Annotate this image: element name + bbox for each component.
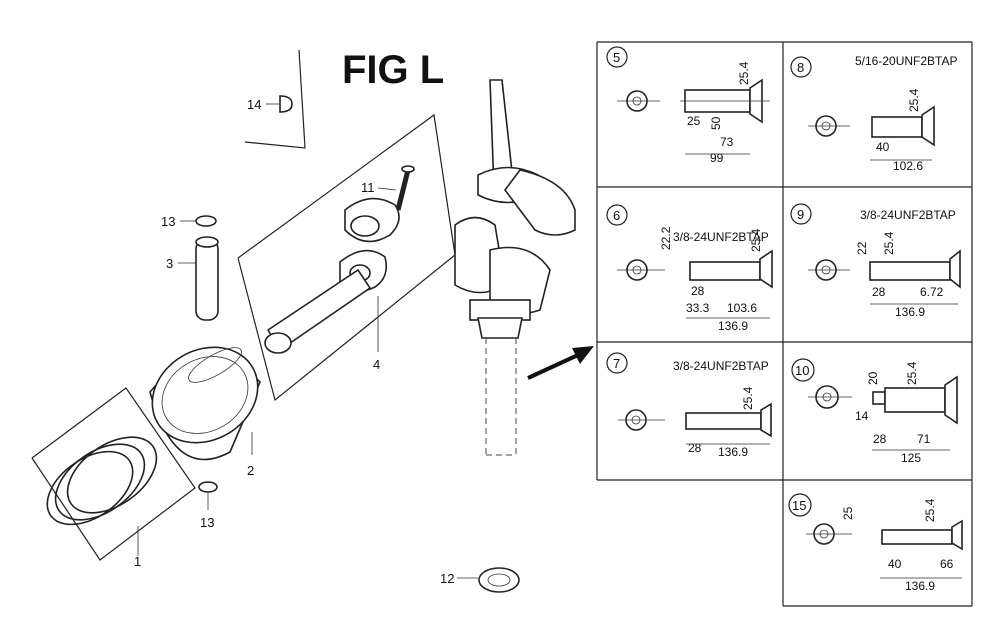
callout-4: 4	[373, 357, 380, 372]
panel-7-number: 7	[613, 356, 620, 371]
part-14-plug	[244, 49, 306, 149]
panel-5-dim-73: 73	[720, 135, 734, 149]
panel-10-dim-28: 28	[873, 432, 887, 446]
part-2-piston	[149, 346, 261, 461]
callout-3: 3	[166, 256, 173, 271]
panel-10-dim-125: 125	[901, 451, 921, 465]
panel-7-dim-25-4: 25.4	[741, 386, 755, 410]
panel-6-thread: 3/8-24UNF2BTAP	[673, 230, 769, 244]
panel-5-number: 5	[613, 50, 620, 65]
panel-10-number: 10	[795, 363, 809, 378]
panel-9-dim-136-9: 136.9	[895, 305, 925, 319]
callout-13-top: 13	[161, 214, 175, 229]
panel-10-dim-71: 71	[917, 432, 931, 446]
callout-2: 2	[247, 463, 254, 478]
panel-9-dim-22: 22	[855, 241, 869, 255]
panel-6: 6 3/8-24UNF2BTAP 22.2 25.4 28 33.3 103.6…	[606, 204, 773, 333]
panel-5: 5 25 50 73 99 25.4	[606, 46, 770, 165]
part-11-bolt	[377, 165, 415, 211]
part-3-piston-pin	[178, 236, 219, 321]
callout-13-bottom: 13	[200, 515, 214, 530]
panel-8-thread: 5/16-20UNF2BTAP	[855, 54, 958, 68]
panel-9-dim-25-4: 25.4	[882, 231, 896, 255]
panel-7: 7 3/8-24UNF2BTAP 25.4 28 136.9	[606, 352, 772, 459]
part-12-washer	[457, 567, 520, 593]
panel-8-dim-102-6: 102.6	[893, 159, 923, 173]
callout-14: 14	[247, 97, 261, 112]
panel-6-dim-22-2: 22.2	[659, 226, 673, 250]
panel-7-dim-28: 28	[688, 441, 702, 455]
panel-8-number: 8	[797, 60, 804, 75]
part-1-piston-rings	[31, 387, 196, 561]
part-13-clip-bottom	[198, 481, 218, 510]
callout-12: 12	[440, 571, 454, 586]
panel-6-dim-25-4: 25.4	[749, 228, 763, 252]
panel-15-dim-25: 25	[841, 506, 855, 520]
callout-1: 1	[134, 554, 141, 569]
crankshaft	[454, 79, 576, 456]
panel-10-dim-25-4: 25.4	[905, 361, 919, 385]
panel-5-dim-25: 25	[687, 114, 701, 128]
panel-15-number: 15	[792, 498, 806, 513]
panel-15-dim-40: 40	[888, 557, 902, 571]
figure-title: FIG L	[342, 48, 444, 92]
panel-10-dim-14: 14	[855, 409, 869, 423]
panel-6-number: 6	[613, 208, 620, 223]
panel-6-dim-28: 28	[691, 284, 705, 298]
panel-15-dim-136-9: 136.9	[905, 579, 935, 593]
panel-9-number: 9	[797, 207, 804, 222]
pointer-arrow	[527, 346, 594, 380]
part-4-connecting-rod	[237, 113, 456, 402]
part-13-clip-top	[180, 215, 217, 227]
panel-8: 8 5/16-20UNF2BTAP 40 102.6 25.4	[790, 54, 958, 173]
panel-9-dim-6-72: 6.72	[920, 285, 944, 299]
panel-9: 9 3/8-24UNF2BTAP 22 25.4 28 6.72 136.9	[790, 203, 961, 319]
panel-8-dim-25-4: 25.4	[907, 88, 921, 112]
panel-5-dim-50: 50	[709, 116, 723, 130]
panel-5-dim-99: 99	[710, 151, 724, 165]
panel-6-dim-103-6: 103.6	[727, 301, 757, 315]
panel-5-dim-25-4: 25.4	[737, 61, 751, 85]
panel-9-thread: 3/8-24UNF2BTAP	[860, 208, 956, 222]
panel-9-dim-28: 28	[872, 285, 886, 299]
panel-10-dim-20: 20	[866, 371, 880, 385]
panel-15-dim-66: 66	[940, 557, 954, 571]
panel-10: 10 20 25.4 14 28 71 125	[791, 358, 958, 465]
panel-6-dim-33-3: 33.3	[686, 301, 710, 315]
variant-panels-grid	[596, 41, 973, 607]
panel-7-thread: 3/8-24UNF2BTAP	[673, 359, 769, 373]
panel-8-dim-40: 40	[876, 140, 890, 154]
panel-6-dim-136-9: 136.9	[718, 319, 748, 333]
panel-15-dim-25-4: 25.4	[923, 498, 937, 522]
callout-11: 11	[361, 180, 375, 195]
panel-7-dim-136-9: 136.9	[718, 445, 748, 459]
panel-15: 15 25 25.4 40 66 136.9	[788, 493, 963, 593]
